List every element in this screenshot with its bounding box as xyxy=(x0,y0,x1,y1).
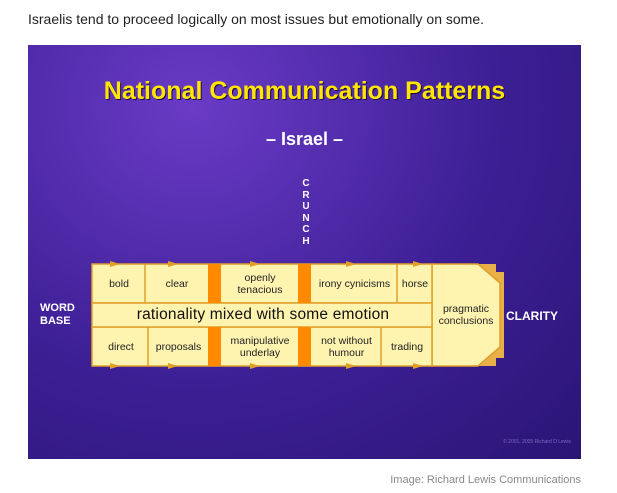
edge-arrows-bottom xyxy=(110,363,423,369)
cell-bottom-1: direct xyxy=(108,340,134,353)
cell-bottom-4: not without humour xyxy=(321,334,372,359)
word-base-label: WORD BASE xyxy=(40,302,75,327)
slide-subtitle: – Israel – xyxy=(265,129,344,149)
cell-top-2: clear xyxy=(165,277,189,290)
orange-bar-top-2 xyxy=(298,264,311,303)
cell-top-4: irony cynicisms xyxy=(318,277,391,290)
end-label: pragmatic conclusions xyxy=(438,303,494,327)
communication-arrow-diagram xyxy=(91,261,504,369)
cell-top-1: bold xyxy=(109,277,129,290)
diagram-slide: National Communication Patterns – Israel… xyxy=(28,45,581,459)
orange-bar-bottom-1 xyxy=(208,327,221,366)
image-credit: Image: Richard Lewis Communications xyxy=(390,474,581,486)
top-row-frame xyxy=(91,263,433,304)
cell-bottom-2: proposals xyxy=(155,340,202,353)
orange-bar-top-1 xyxy=(208,264,221,303)
middle-band xyxy=(91,302,433,328)
cell-bottom-3: manipulative underlay xyxy=(230,334,290,359)
middle-band-text: rationality mixed with some emotion xyxy=(136,306,390,323)
edge-arrows-top xyxy=(110,261,423,267)
clarity-label: CLARITY xyxy=(506,309,558,323)
slide-title: National Communication Patterns xyxy=(103,77,506,105)
cell-top-3: openly tenacious xyxy=(237,271,283,296)
crunch-label: CRUNCH xyxy=(302,178,310,247)
copyright-text: © 2001, 2005 Richard D Lewis xyxy=(503,439,571,445)
orange-bar-bottom-2 xyxy=(298,327,311,366)
caption-text: Israelis tend to proceed logically on mo… xyxy=(28,11,485,27)
cell-bottom-5: trading xyxy=(390,340,424,353)
cell-top-5: horse xyxy=(401,277,429,290)
